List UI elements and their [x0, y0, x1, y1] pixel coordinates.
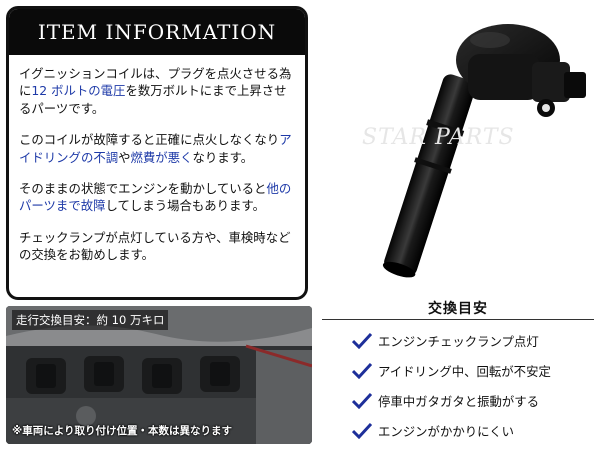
info-paragraph-4: チェックランプが点灯している方や、車検時などの交換をお勧めします。 — [19, 229, 291, 263]
info-paragraph-1: イグニッションコイルは、プラグを点火させる為に12 ボルトの電圧を数万ボルトにま… — [19, 66, 292, 116]
star-parts-watermark: STAR PARTS — [362, 125, 515, 150]
ignition-coil-image — [382, 24, 586, 278]
engine-photo: 走行交換目安：約 10 万キロ ※車両により取り付け位置・本数は異なります — [6, 306, 312, 444]
highlight-idling: アイドリングの不調 — [19, 132, 292, 165]
vehicle-note: ※車両により取り付け位置・本数は異なります — [12, 425, 232, 437]
highlight-fuel: 燃費が悪く — [130, 149, 193, 165]
check-icon — [352, 393, 372, 409]
guide-divider — [322, 319, 594, 320]
info-paragraph-3: そのままの状態でエンジンを動かしていると他のパーツまで故障してしまう場合もありま… — [19, 181, 292, 214]
item-information-title: ITEM INFORMATION — [9, 9, 305, 55]
highlight-other-parts: 他のパーツまで故障 — [19, 181, 292, 214]
check-icon — [352, 363, 372, 379]
list-item: アイドリング中、回転が不安定 — [352, 356, 551, 386]
info-paragraph-2: このコイルが故障すると正確に点火しなくなりアイドリングの不調や燃費が悪くなります… — [19, 132, 292, 165]
item-information-body: イグニッションコイルは、プラグを点火させる為に12 ボルトの電圧を数万ボルトにま… — [9, 55, 305, 264]
replacement-mileage-label: 走行交換目安：約 10 万キロ — [12, 310, 169, 330]
list-item: エンジンチェックランプ点灯 — [352, 326, 551, 356]
list-item: 停車中ガタガタと振動がする — [352, 386, 551, 416]
replacement-guide-title: 交換目安 — [428, 301, 488, 317]
list-item: エンジンがかかりにくい — [352, 416, 551, 446]
item-information-panel: ITEM INFORMATION イグニッションコイルは、プラグを点火させる為に… — [6, 6, 308, 300]
replacement-guide-list: エンジンチェックランプ点灯 アイドリング中、回転が不安定 停車中ガタガタと振動が… — [352, 326, 551, 446]
highlight-voltage: 12 ボルトの電圧 — [31, 83, 126, 99]
check-icon — [352, 333, 372, 349]
check-icon — [352, 423, 372, 439]
